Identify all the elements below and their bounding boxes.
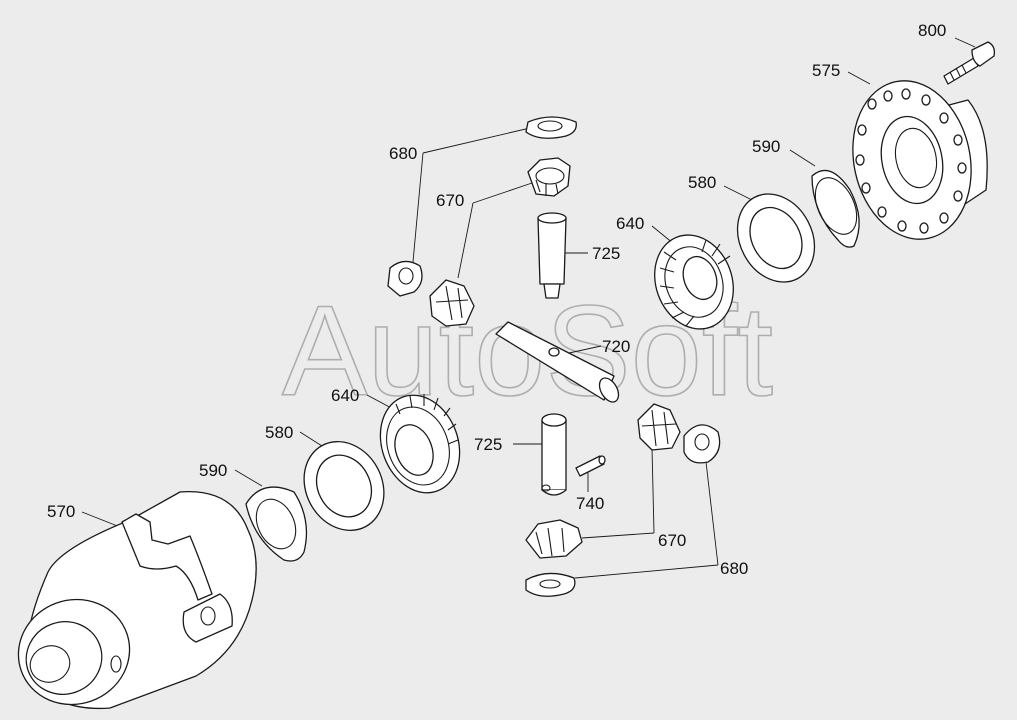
callout-590-bottom: 590 — [199, 461, 227, 480]
callout-640-bottom: 640 — [331, 386, 359, 405]
washer-680-left — [387, 260, 423, 297]
flange-bolt-holes — [855, 88, 967, 234]
callout-labels: 800 575 590 580 640 680 670 725 720 640 … — [47, 21, 946, 578]
callout-670-bottom: 670 — [658, 531, 686, 550]
callout-725-bottom: 725 — [474, 435, 502, 454]
callout-590-top: 590 — [752, 137, 780, 156]
leader-575 — [847, 71, 871, 85]
washer-680-right — [683, 424, 721, 464]
leader-670-top — [457, 182, 533, 279]
leader-680-bottom — [574, 461, 719, 579]
diff-housing-570 — [17, 491, 257, 710]
leader-680-top — [412, 127, 531, 263]
side-gear-640-bottom — [379, 394, 461, 494]
leader-670-bottom — [581, 447, 655, 539]
pin-725-bottom — [541, 413, 567, 496]
leader-590-top — [789, 149, 816, 167]
callout-725-top: 725 — [592, 244, 620, 263]
pinion-gear-670-right — [637, 403, 681, 451]
callout-740: 740 — [576, 494, 604, 513]
leader-590-bottom — [234, 469, 263, 487]
washer-680-bottom — [525, 572, 576, 597]
leader-800 — [954, 37, 976, 48]
flange-575 — [852, 80, 988, 240]
callout-580-bottom: 580 — [265, 423, 293, 442]
bolt-800 — [943, 41, 996, 85]
washer-680-top — [525, 116, 577, 139]
callout-575: 575 — [812, 61, 840, 80]
thrust-washer-590-top — [811, 169, 860, 248]
callout-640-top: 640 — [616, 214, 644, 233]
leader-580-bottom — [299, 431, 323, 447]
cross-shaft-720 — [495, 321, 620, 403]
callout-800: 800 — [918, 21, 946, 40]
callout-680-bottom: 680 — [720, 559, 748, 578]
callout-570: 570 — [47, 502, 75, 521]
pin-725-top — [537, 212, 567, 299]
leader-570 — [81, 511, 121, 528]
thrust-washer-590-bottom — [245, 486, 308, 562]
pinion-gear-670-top — [527, 157, 571, 197]
bearing-ring-580-top — [736, 193, 816, 283]
pinion-gear-670-left — [429, 279, 475, 327]
callout-670-top: 670 — [436, 191, 464, 210]
roll-pin-740 — [575, 455, 606, 477]
leader-580-top — [723, 185, 753, 201]
callout-680-top: 680 — [389, 144, 417, 163]
pinion-gear-670-bottom — [525, 519, 583, 559]
bearing-ring-580-bottom — [303, 440, 385, 532]
callout-580-top: 580 — [688, 173, 716, 192]
side-gear-640-top — [654, 234, 734, 330]
callout-720: 720 — [602, 337, 630, 356]
